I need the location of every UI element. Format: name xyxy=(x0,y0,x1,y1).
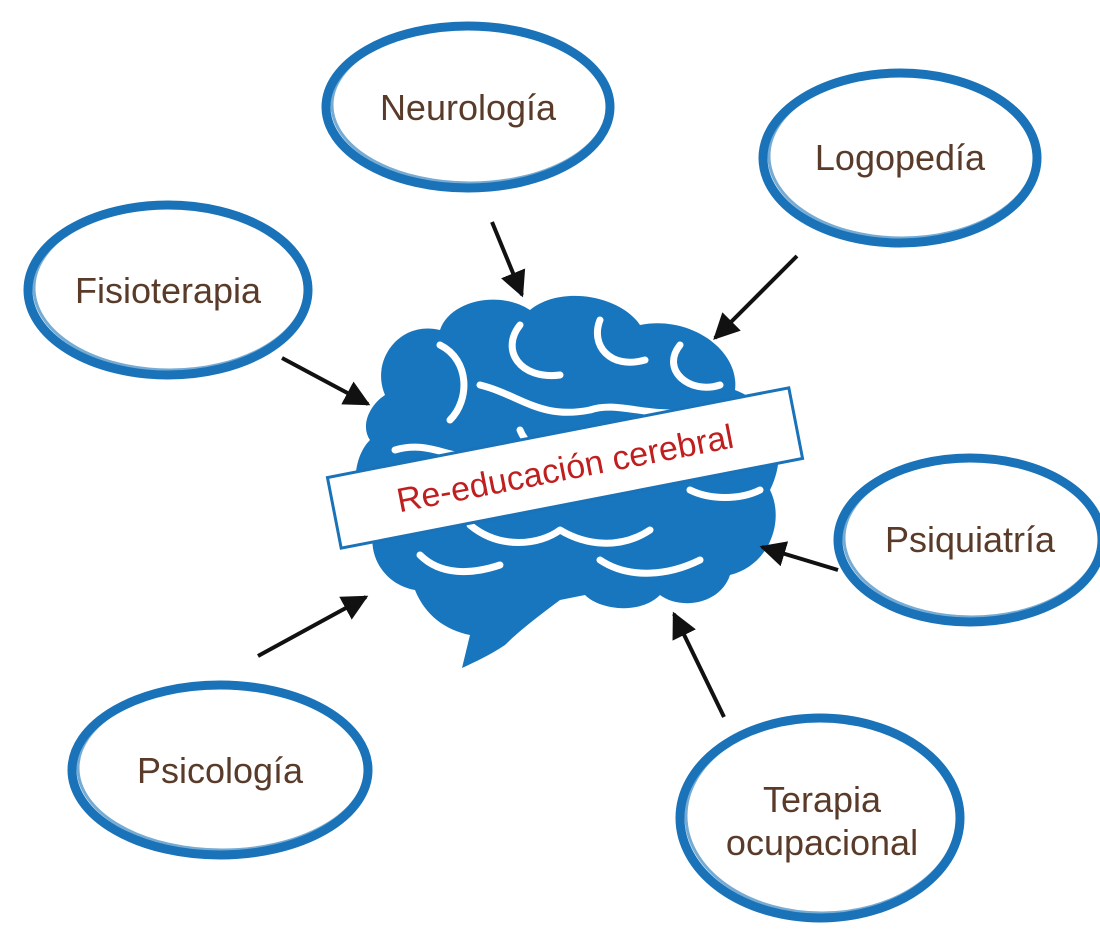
arrow-neurologia-to-brain xyxy=(490,221,526,298)
node-terapia-ocupacional: Terapia ocupacional xyxy=(675,713,965,923)
node-logopedia: Logopedía xyxy=(758,68,1042,248)
node-ring-stroke xyxy=(330,25,610,185)
arrow-logopedia-to-brain xyxy=(713,254,799,340)
node-label-terapia-line-2: ocupacional xyxy=(726,822,918,863)
node-ring-stroke xyxy=(767,72,1037,240)
arrow-fisioterapia-to-brain xyxy=(281,356,371,406)
node-neurologia: Neurología xyxy=(321,21,615,193)
arrow-psicologia-to-brain xyxy=(257,595,369,658)
node-ring-stroke xyxy=(76,684,368,852)
arrow-psiquiatria-to-brain xyxy=(759,541,839,572)
node-label-logopedia: Logopedía xyxy=(815,137,986,178)
node-psicologia: Psicología xyxy=(67,680,373,860)
node-ring-stroke xyxy=(842,457,1100,619)
node-label-psicologia: Psicología xyxy=(137,750,304,791)
node-label-terapia-line-1: Terapia xyxy=(763,779,882,820)
node-label-psiquiatria: Psiquiatría xyxy=(885,519,1056,560)
node-ring-stroke xyxy=(32,204,308,372)
arrow-terapia-to-brain xyxy=(672,611,726,718)
node-label-fisioterapia: Fisioterapia xyxy=(75,270,262,311)
node-ring-stroke xyxy=(684,717,960,915)
node-fisioterapia: Fisioterapia xyxy=(23,200,313,380)
node-psiquiatria: Psiquiatría xyxy=(833,453,1100,627)
node-label-neurologia: Neurología xyxy=(380,87,557,128)
